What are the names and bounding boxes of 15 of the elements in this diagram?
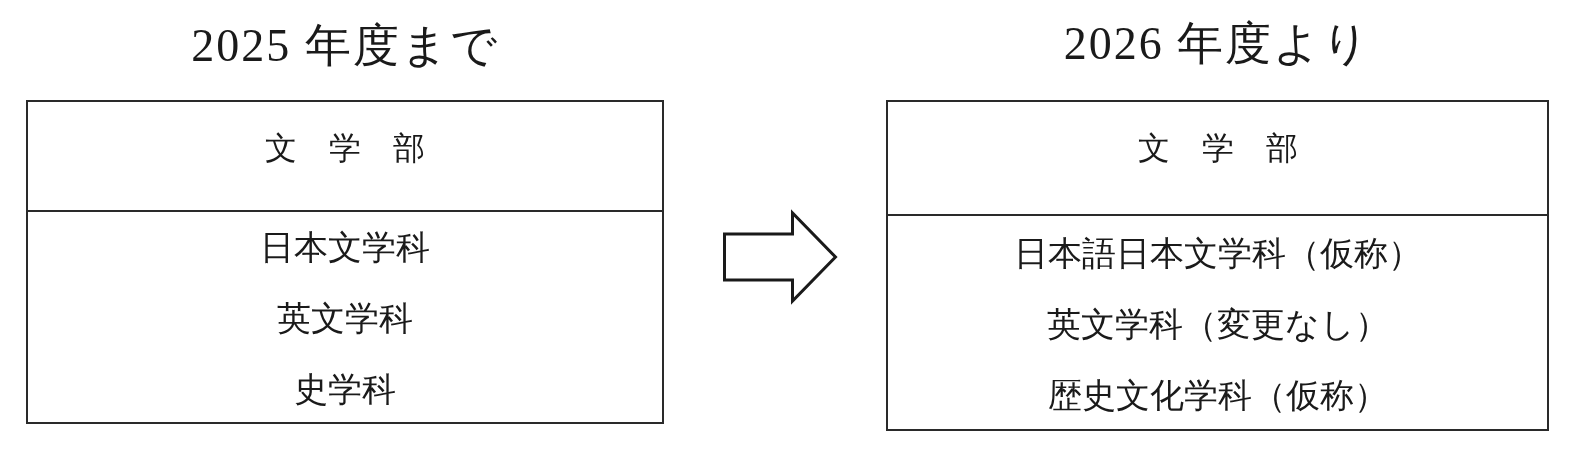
- department-name: 英文学科（変更なし）: [1046, 305, 1389, 345]
- block-arrow: [723, 209, 838, 305]
- department-name: 史学科: [294, 370, 396, 410]
- department-name: 日本語日本文学科（仮称）: [1013, 234, 1422, 274]
- year-heading: 2026 年度より: [1063, 17, 1372, 71]
- department-list: [26, 212, 664, 424]
- faculty-header: [886, 100, 1549, 216]
- department-name: 日本文学科: [260, 228, 430, 268]
- faculty-name: 文 学 部: [1137, 129, 1298, 168]
- faculty-name: 文 学 部: [265, 129, 425, 168]
- department-list: [886, 216, 1549, 431]
- department-name: 歴史文化学科（仮称）: [1047, 376, 1388, 416]
- year-heading: 2025 年度まで: [191, 19, 499, 73]
- department-name: 英文学科: [277, 299, 413, 339]
- faculty-header: [26, 100, 664, 212]
